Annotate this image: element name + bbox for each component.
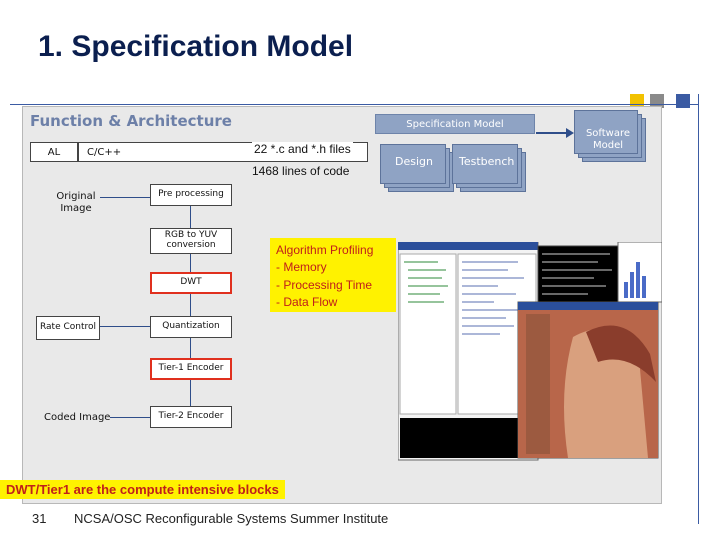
profiling-item-time: - Processing Time: [276, 277, 373, 292]
section-title: Function & Architecture: [30, 112, 232, 130]
arrow-head-icon: [566, 128, 574, 138]
console-lines: [542, 253, 612, 295]
decor-square-blue: [676, 94, 690, 108]
profiling-item-dataflow: - Data Flow: [276, 295, 338, 310]
lines-text: 1468 lines of code: [252, 164, 350, 178]
arrow-spec-to-software: [536, 132, 568, 134]
testbench-card: [452, 144, 518, 184]
image-viewer-titlebar: [518, 302, 658, 310]
software-card: [574, 110, 638, 154]
profiler-screenshots: [397, 241, 663, 464]
original-image-label: Original Image: [56, 191, 96, 214]
ide-project-tree: [399, 253, 457, 415]
design-card: [380, 144, 446, 184]
spec-model-label: Specification Model: [406, 118, 504, 130]
memory-chart-bars: [624, 262, 646, 298]
testbench-label: Testbench: [459, 155, 515, 168]
ide-tree-lines: [404, 261, 448, 303]
ide-code-lines: [462, 261, 524, 335]
tier2-encoder-label: Tier-2 Encoder: [158, 411, 224, 422]
algorithm-profiling-box: Algorithm Profiling - Memory - Processin…: [270, 238, 396, 312]
dwt-label: DWT: [180, 277, 202, 288]
ide-titlebar: [398, 242, 538, 250]
slide-title: 1. Specification Model: [38, 30, 354, 63]
software-model-label: Software Model: [585, 128, 631, 151]
profiler-screenshots-svg: [397, 241, 663, 461]
page-number: 31: [32, 511, 47, 526]
tier1-encoder-label: Tier-1 Encoder: [158, 363, 224, 374]
connector-coded: [110, 417, 150, 418]
preprocessing-label: Pre processing: [158, 189, 224, 200]
rgb-to-yuv-label: RGB to YUV conversion: [164, 230, 218, 250]
quantization-block: Quantization: [150, 316, 232, 338]
profiling-title: Algorithm Profiling: [276, 243, 374, 257]
preprocessing-block: Pre processing: [150, 184, 232, 206]
rgb-to-yuv-block: RGB to YUV conversion: [150, 228, 232, 254]
coded-image-label: Coded Image: [44, 412, 111, 423]
side-rule: [698, 94, 699, 524]
profiling-item-memory: - Memory: [276, 260, 327, 275]
connector-rate-control: [100, 326, 150, 327]
dwt-block: DWT: [150, 272, 232, 294]
ide-output-pane: [400, 418, 536, 458]
image-left-shade: [526, 314, 550, 454]
language-label: C/C++: [87, 146, 122, 158]
tier1-encoder-block: Tier-1 Encoder: [150, 358, 232, 380]
image-hat: [586, 325, 656, 382]
footer-text: NCSA/OSC Reconfigurable Systems Summer I…: [74, 511, 389, 526]
flow-line-vertical: [190, 205, 191, 417]
rate-control-box: Rate Control: [36, 316, 100, 340]
tier2-encoder-block: Tier-2 Encoder: [150, 406, 232, 428]
design-label: Design: [395, 155, 433, 168]
compute-intensive-callout: DWT/Tier1 are the compute intensive bloc…: [0, 480, 285, 499]
connector-original: [100, 197, 150, 198]
rate-control-label: Rate Control: [39, 322, 97, 333]
spec-model-bar: Specification Model: [375, 114, 535, 134]
files-text: 22 *.c and *.h files: [252, 142, 353, 156]
quantization-label: Quantization: [162, 321, 220, 332]
title-rule: [10, 104, 698, 105]
al-label: AL: [47, 146, 61, 158]
al-box: AL: [30, 142, 78, 162]
